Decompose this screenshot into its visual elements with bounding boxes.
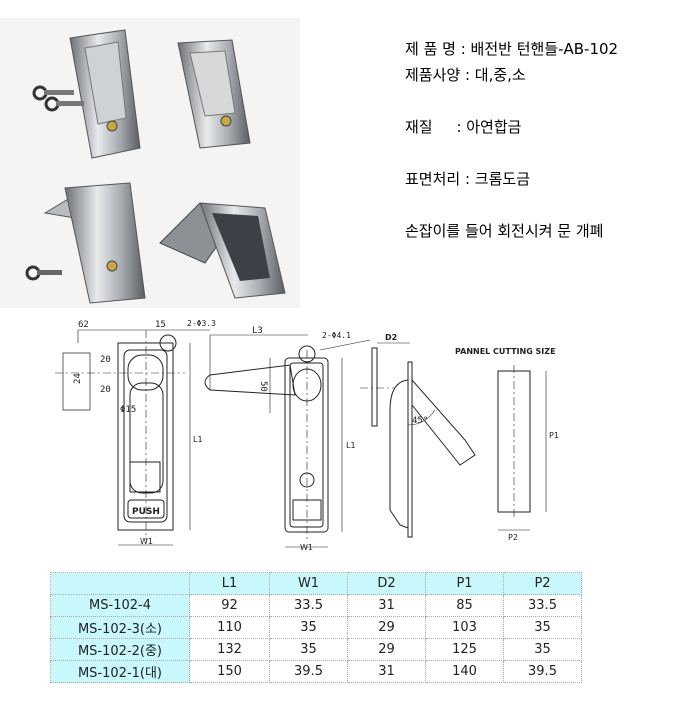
photo-latch-open-keys [25, 182, 146, 304]
table-cell: 140 [425, 660, 504, 683]
photo-latch-rotated [159, 202, 286, 299]
technical-drawing: 62 15 2-Φ3.3 24 20 20 Φ15 L1 W1 PUSH L3 … [55, 319, 559, 552]
handle-view: L3 2-Φ4.1 50 L1 W1 [204, 326, 371, 552]
w1-side: W1 [300, 543, 313, 552]
push-label: PUSH [132, 507, 160, 517]
table-header-row: L1 W1 D2 P1 P2 [50, 572, 582, 595]
dim-20a: 20 [100, 355, 111, 365]
panel-cutting-view: PANNEL CUTTING SIZE P1 P2 [455, 347, 559, 542]
table-header-cell: P2 [503, 572, 582, 595]
l1-side: L1 [346, 441, 356, 450]
product-usage: 손잡이를 들어 회전시켜 문 개폐 [405, 222, 604, 240]
table-header-cell: D2 [347, 572, 426, 595]
table-cell: 39.5 [269, 660, 348, 683]
model-cell: MS-102-3(소) [50, 616, 190, 639]
dim-50: 50 [258, 381, 268, 392]
photo-latch-with-keys [32, 29, 141, 159]
table-cell: 31 [347, 594, 426, 617]
table-cell: 29 [347, 638, 426, 661]
dim-20b: 20 [100, 385, 111, 395]
table-row: MS-102-1(대) 150 39.5 31 140 39.5 [50, 660, 582, 683]
dim-62: 62 [78, 320, 89, 330]
product-name: 제 품 명 : 배전반 턴핸들-AB-102 [405, 40, 619, 58]
w1-front: W1 [140, 537, 153, 546]
table-cell: 31 [347, 660, 426, 683]
table-cell: 35 [269, 616, 348, 639]
product-photos [0, 18, 300, 308]
table-row: MS-102-2(중) 132 35 29 125 35 [50, 638, 582, 661]
table-cell: 132 [189, 638, 270, 661]
table-row: MS-102-3(소) 110 35 29 103 35 [50, 616, 582, 639]
product-sizes: 제품사양 : 대,중,소 [405, 66, 526, 84]
table-cell: 92 [189, 594, 270, 617]
hole-41-label: 2-Φ4.1 [322, 331, 351, 340]
product-material: 재질 : 아연합금 [405, 118, 522, 136]
table-cell: 33.5 [503, 594, 582, 617]
table-header-cell: L1 [189, 572, 270, 595]
table-cell: 35 [503, 616, 582, 639]
model-cell: MS-102-2(중) [50, 638, 190, 661]
dim-24: 24 [73, 373, 83, 384]
table-cell: 29 [347, 616, 426, 639]
panel-cutting-title: PANNEL CUTTING SIZE [455, 347, 556, 356]
p1-label: P1 [549, 431, 559, 440]
table-cell: 150 [189, 660, 270, 683]
l3-label: L3 [252, 326, 263, 336]
d2-label: D2 [385, 333, 397, 342]
table-cell: 125 [425, 638, 504, 661]
l1-front: L1 [193, 435, 203, 444]
table-cell: 33.5 [269, 594, 348, 617]
table-header-cell: P1 [425, 572, 504, 595]
profile-view: D2 45° [360, 333, 476, 538]
table-header-cell: W1 [269, 572, 348, 595]
model-cell: MS-102-4 [50, 594, 190, 617]
p2-label: P2 [508, 533, 518, 542]
table-cell: 103 [425, 616, 504, 639]
hole-33-label: 2-Φ3.3 [187, 319, 216, 328]
dimension-table: L1 W1 D2 P1 P2 MS-102-4 92 33.5 31 85 33… [50, 572, 582, 683]
photo-latch-side [177, 39, 251, 149]
table-cell: 110 [189, 616, 270, 639]
model-cell: MS-102-1(대) [50, 660, 190, 683]
product-finish: 표면처리 : 크롬도금 [405, 170, 530, 188]
angle-label: 45° [412, 416, 428, 426]
dim-15: 15 [155, 320, 166, 330]
table-cell: 35 [503, 638, 582, 661]
front-view: 62 15 2-Φ3.3 24 20 20 Φ15 L1 W1 PUSH [55, 319, 216, 546]
table-cell: 35 [269, 638, 348, 661]
table-cell: 85 [425, 594, 504, 617]
table-header-cell [50, 572, 190, 595]
table-cell: 39.5 [503, 660, 582, 683]
dia-15: Φ15 [120, 405, 136, 415]
table-row: MS-102-4 92 33.5 31 85 33.5 [50, 594, 582, 617]
